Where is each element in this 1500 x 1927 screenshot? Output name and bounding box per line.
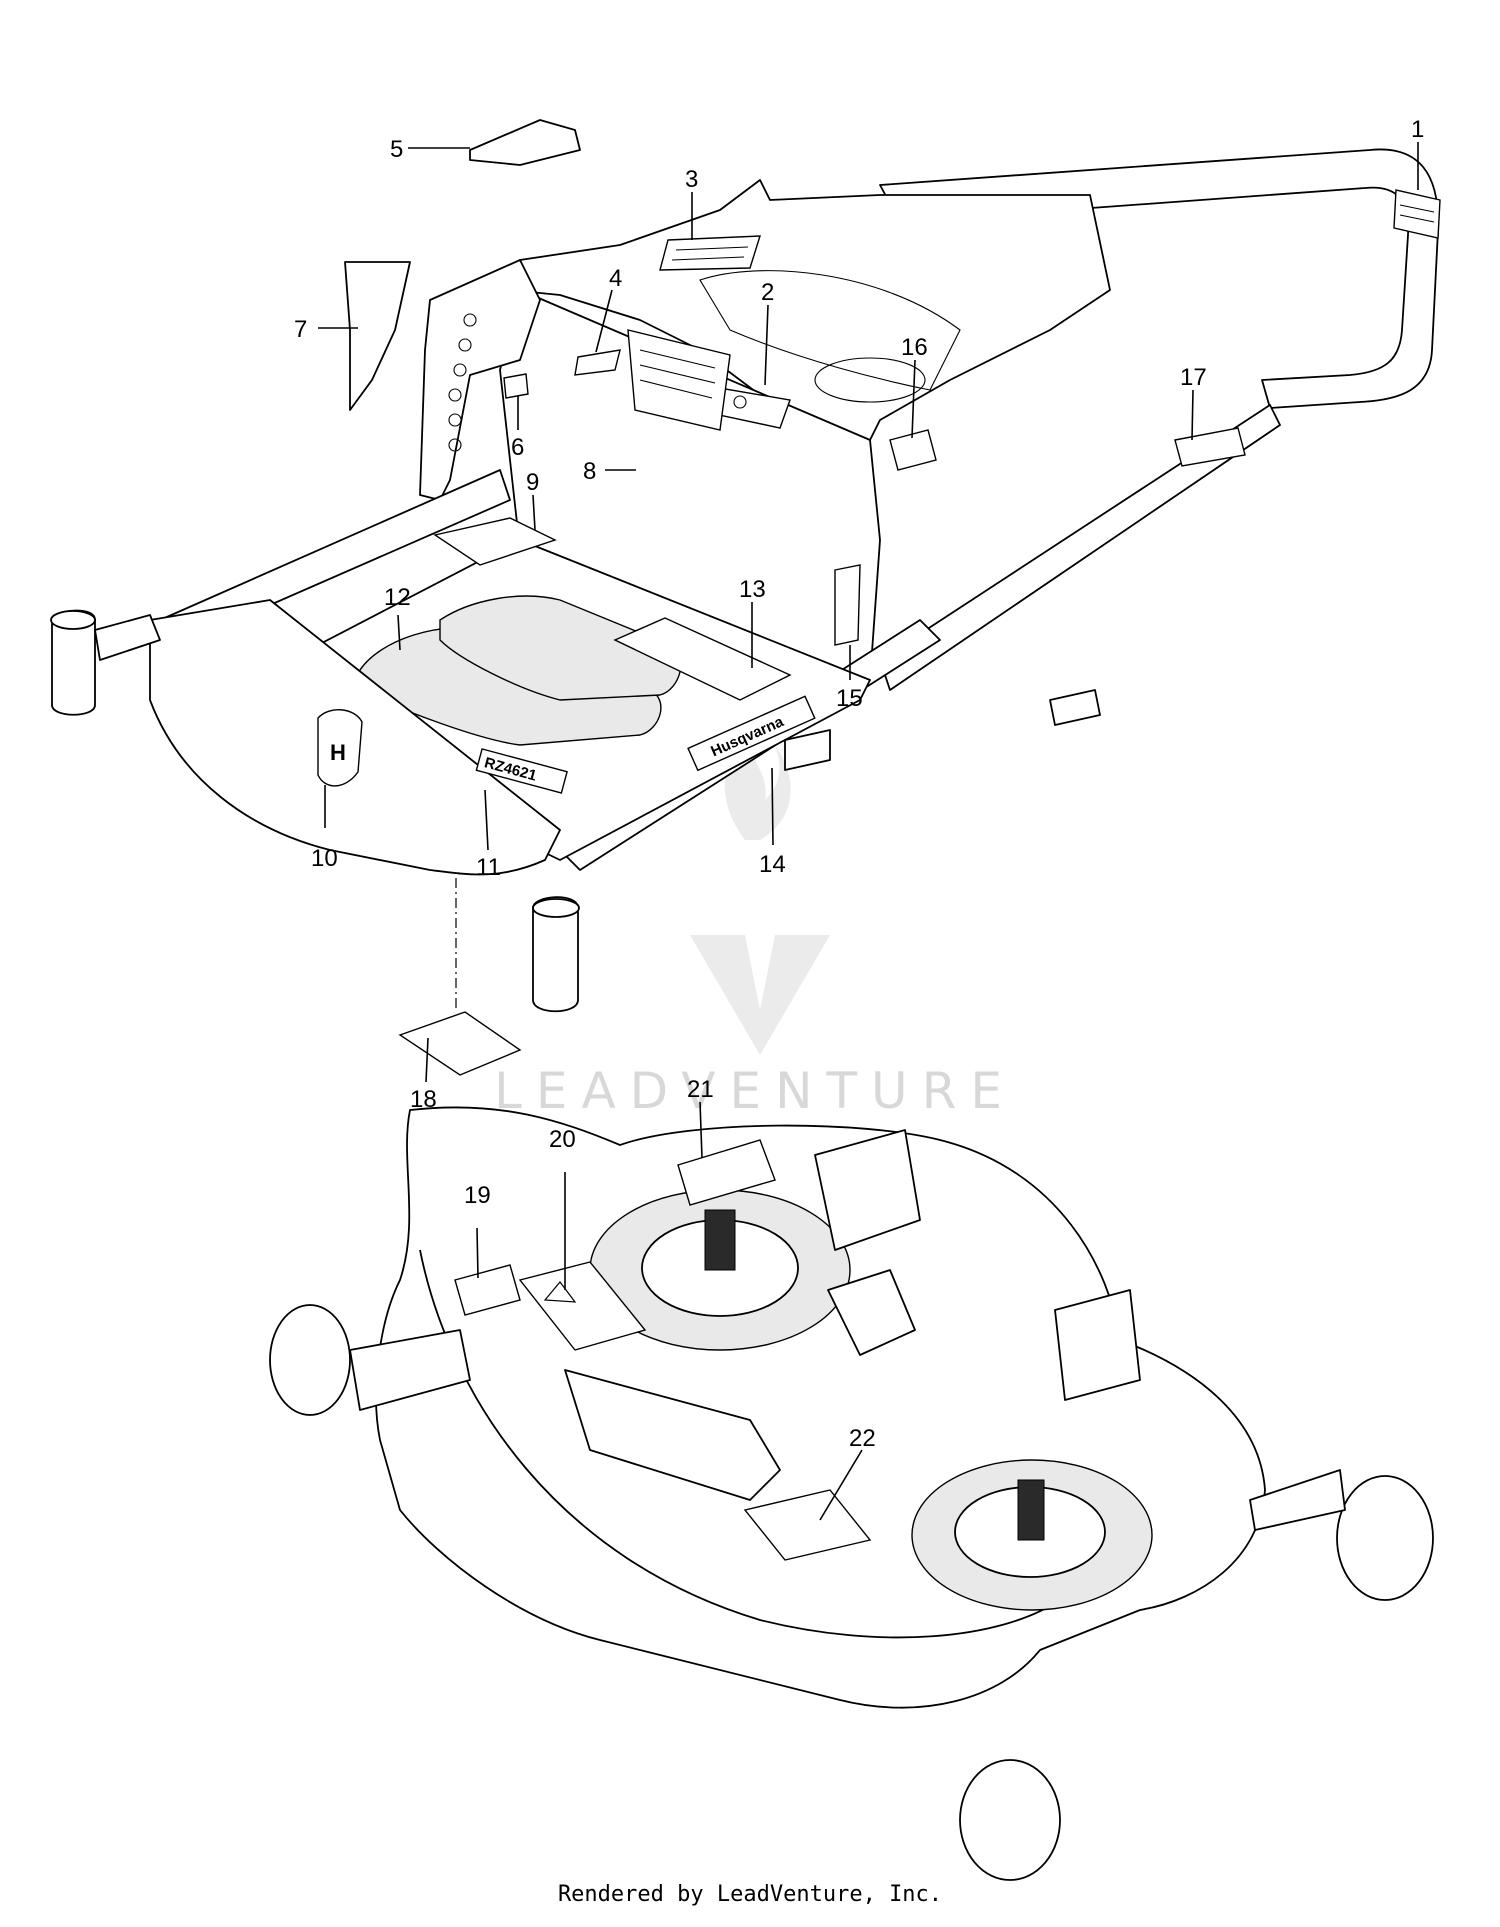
callout-22: 22 — [849, 1425, 876, 1452]
callout-16: 16 — [901, 334, 928, 361]
footer-credit: Rendered by LeadVenture, Inc. — [557, 1882, 943, 1907]
mower-deck — [269, 1106, 1434, 1881]
callout-19: 19 — [464, 1182, 491, 1209]
callout-4: 4 — [609, 265, 622, 292]
callout-3: 3 — [685, 166, 698, 193]
callouts: 1 2 3 4 5 6 7 8 9 10 11 12 13 14 15 16 1… — [294, 116, 1424, 1452]
callout-9: 9 — [526, 469, 539, 496]
frame-assembly — [50, 148, 1439, 1013]
callout-8: 8 — [583, 458, 596, 485]
callout-12: 12 — [384, 584, 411, 611]
callout-6: 6 — [511, 434, 524, 461]
callout-10: 10 — [311, 845, 338, 872]
callout-11: 11 — [476, 854, 501, 881]
callout-13: 13 — [739, 576, 766, 603]
callout-1: 1 — [1411, 116, 1424, 143]
callout-17: 17 — [1180, 364, 1207, 391]
callout-5: 5 — [390, 136, 403, 163]
watermark-text: LEADVENTURE — [494, 1062, 1016, 1120]
callout-18: 18 — [410, 1086, 437, 1113]
callout-2: 2 — [761, 279, 774, 306]
callout-20: 20 — [549, 1126, 576, 1153]
svg-text:H: H — [330, 740, 346, 765]
leader-lines — [318, 142, 1419, 1521]
callout-7: 7 — [294, 316, 307, 343]
callout-14: 14 — [759, 851, 786, 878]
callout-21: 21 — [687, 1076, 714, 1103]
callout-15: 15 — [836, 685, 863, 712]
